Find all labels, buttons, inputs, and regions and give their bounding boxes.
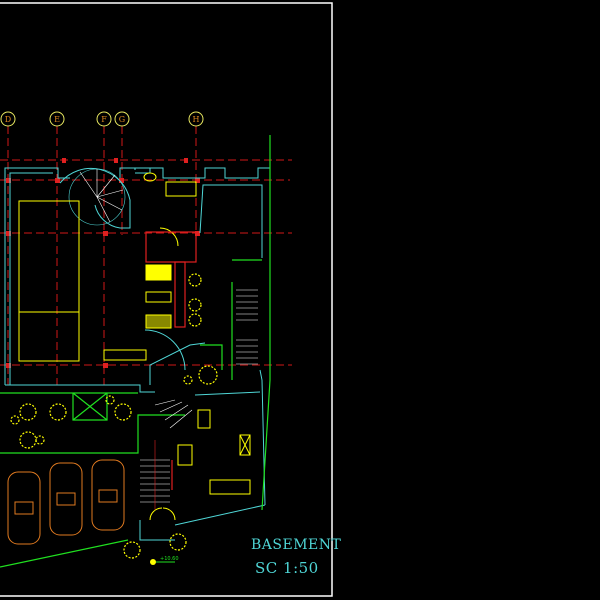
grid-bubble-e: E xyxy=(54,115,60,124)
drawing-scale: SC 1:50 xyxy=(255,559,319,577)
drawing-frame xyxy=(0,2,333,597)
grid-bubble-f: F xyxy=(101,115,107,124)
parked-cars xyxy=(7,459,125,545)
red-features xyxy=(145,231,197,490)
columns xyxy=(6,158,200,368)
level-marker: +10.60 xyxy=(150,556,179,565)
level-label: +10.60 xyxy=(160,556,179,562)
walls xyxy=(4,167,270,541)
grid-bubbles xyxy=(0,111,204,127)
grid-bubble-d: D xyxy=(5,115,11,124)
grid-bubble-h: H xyxy=(193,115,200,124)
plants xyxy=(10,273,218,559)
site-boundary xyxy=(0,135,271,568)
drawing-title: BASEMENT xyxy=(251,537,342,553)
grid-bubble-g: G xyxy=(119,115,125,124)
stairs xyxy=(68,168,258,510)
furniture xyxy=(18,172,251,521)
